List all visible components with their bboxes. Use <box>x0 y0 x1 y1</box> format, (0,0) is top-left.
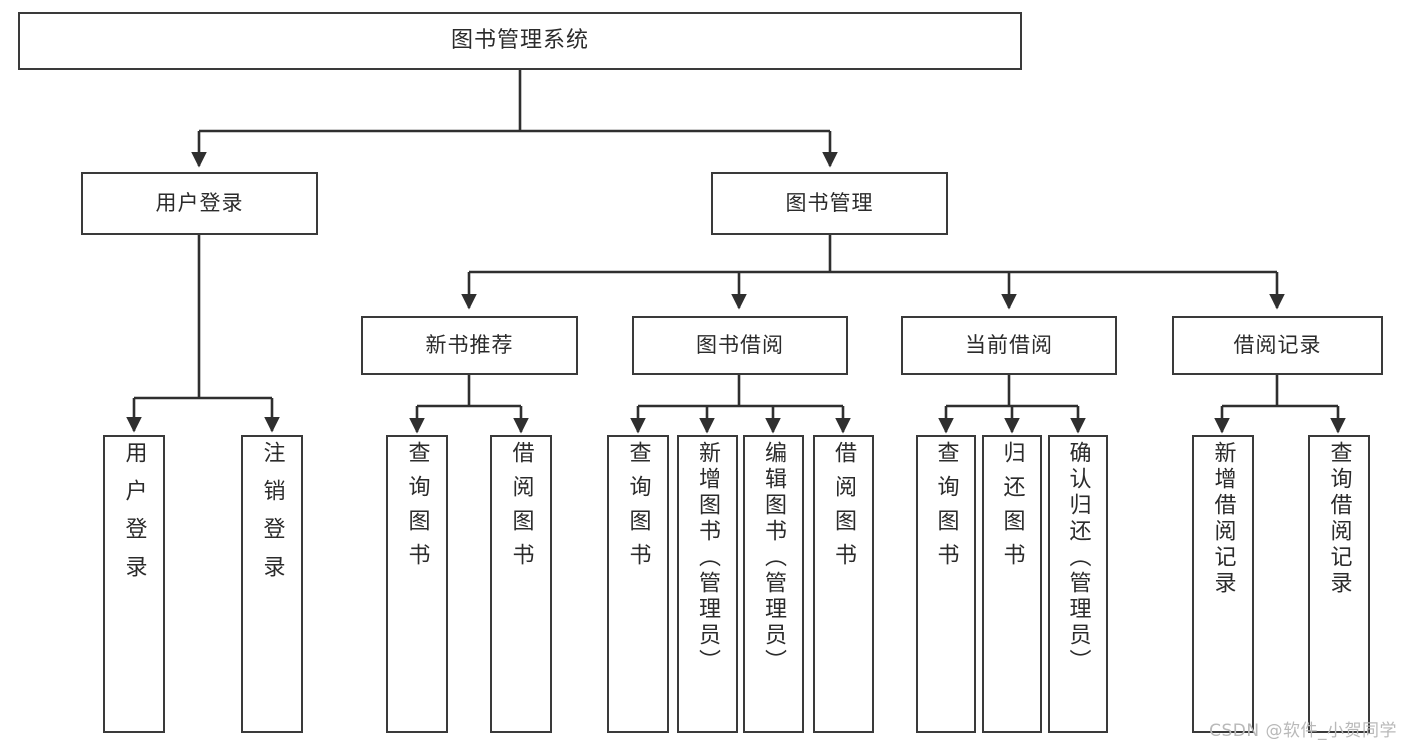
node-borrow-record[interactable]: 借阅记录 <box>1172 316 1383 375</box>
leaf-label: 查询图书 <box>625 441 651 577</box>
leaf-logout[interactable]: 注销登录 <box>241 435 303 733</box>
node-current-borrow[interactable]: 当前借阅 <box>901 316 1117 375</box>
node-label: 用户登录 <box>155 191 244 216</box>
leaf-borrow-query-book[interactable]: 查询图书 <box>607 435 669 733</box>
leaf-label: 确认归还（管理员） <box>1065 441 1091 675</box>
node-book-borrow[interactable]: 图书借阅 <box>632 316 848 375</box>
node-label: 图书管理系统 <box>450 28 589 54</box>
leaf-label: 编辑图书（管理员） <box>761 441 787 675</box>
leaf-label: 归还图书 <box>999 441 1025 577</box>
watermark-text: CSDN @软件_小贺同学 <box>1209 721 1397 741</box>
node-label: 借阅记录 <box>1233 333 1322 358</box>
node-label: 当前借阅 <box>965 333 1053 358</box>
node-new-book-recommend[interactable]: 新书推荐 <box>361 316 578 375</box>
leaf-label: 查询图书 <box>933 441 959 577</box>
node-label: 图书管理 <box>785 191 874 216</box>
leaf-record-add-record[interactable]: 新增借阅记录 <box>1192 435 1254 733</box>
leaf-label: 借阅图书 <box>831 441 857 577</box>
node-book-management[interactable]: 图书管理 <box>711 172 948 235</box>
leaf-label: 注销登录 <box>259 441 285 593</box>
leaf-newbook-query-book[interactable]: 查询图书 <box>386 435 448 733</box>
leaf-current-confirm-return-admin[interactable]: 确认归还（管理员） <box>1048 435 1108 733</box>
leaf-label: 用户登录 <box>121 441 147 593</box>
leaf-borrow-add-book-admin[interactable]: 新增图书（管理员） <box>677 435 738 733</box>
leaf-borrow-borrow-book[interactable]: 借阅图书 <box>813 435 874 733</box>
leaf-label: 查询借阅记录 <box>1326 441 1352 597</box>
leaf-label: 新增借阅记录 <box>1210 441 1236 597</box>
leaf-label: 新增图书（管理员） <box>695 441 721 675</box>
leaf-newbook-borrow-book[interactable]: 借阅图书 <box>490 435 552 733</box>
node-root-system[interactable]: 图书管理系统 <box>18 12 1022 70</box>
leaf-record-query-record[interactable]: 查询借阅记录 <box>1308 435 1370 733</box>
node-label: 图书借阅 <box>696 333 784 358</box>
node-label: 新书推荐 <box>425 333 514 358</box>
leaf-current-query-book[interactable]: 查询图书 <box>916 435 976 733</box>
leaf-label: 借阅图书 <box>508 441 534 577</box>
node-user-login[interactable]: 用户登录 <box>81 172 318 235</box>
leaf-borrow-edit-book-admin[interactable]: 编辑图书（管理员） <box>743 435 804 733</box>
leaf-label: 查询图书 <box>404 441 430 577</box>
leaf-user-login[interactable]: 用户登录 <box>103 435 165 733</box>
leaf-current-return-book[interactable]: 归还图书 <box>982 435 1042 733</box>
